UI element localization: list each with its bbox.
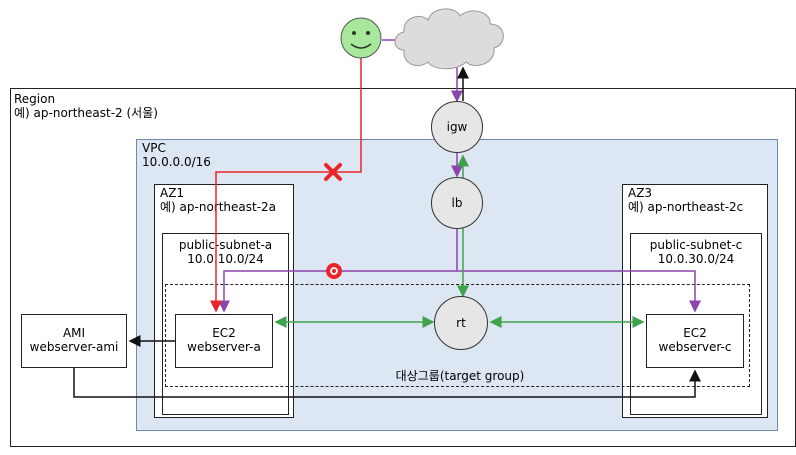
- subnet-c-cidr: 10.0.30.0/24: [657, 252, 735, 266]
- black-ami-ec2-c-line: [73, 368, 701, 398]
- red-user-ec2-a-line: [210, 58, 362, 313]
- ec2-webserver-c[interactable]: [646, 314, 744, 368]
- lb-node[interactable]: lb: [431, 177, 483, 229]
- target-group-label: 대상그룹(target group): [395, 369, 525, 383]
- user-smiley-icon: [340, 17, 382, 59]
- ec2-webserver-a[interactable]: [175, 314, 273, 368]
- vpc-title: VPC: [142, 141, 166, 155]
- ami-name: webserver-ami: [29, 340, 119, 354]
- region-subtitle: 예) ap-northeast-2 (서울): [14, 106, 158, 120]
- subnet-a-name: public-subnet-a: [178, 238, 273, 252]
- vpc-cidr: 10.0.0.0/16: [142, 155, 211, 169]
- ami-title: AMI: [62, 326, 86, 340]
- az3-title: AZ3: [628, 186, 653, 200]
- ami-webserver[interactable]: [21, 314, 127, 368]
- ec2-c-name: webserver-c: [658, 340, 732, 354]
- subnet-c-name: public-subnet-c: [649, 238, 743, 252]
- az1-subtitle: 예) ap-northeast-2a: [160, 200, 277, 214]
- ec2-c-title: EC2: [683, 326, 707, 340]
- ec2-a-name: webserver-a: [187, 340, 261, 354]
- subnet-a-cidr: 10.0.10.0/24: [187, 252, 264, 266]
- region-title: Region: [14, 92, 56, 106]
- az1-title: AZ1: [160, 186, 185, 200]
- igw-node[interactable]: igw: [431, 101, 483, 153]
- internet-cloud-icon: [394, 8, 504, 70]
- ec2-a-title: EC2: [212, 326, 236, 340]
- az3-subtitle: 예) ap-northeast-2c: [628, 200, 744, 214]
- purple-lb-ec2-c-line: [457, 270, 701, 313]
- allowed-circle-icon: [326, 263, 342, 279]
- blocked-x-icon: [324, 163, 342, 181]
- rt-node[interactable]: rt: [434, 296, 488, 350]
